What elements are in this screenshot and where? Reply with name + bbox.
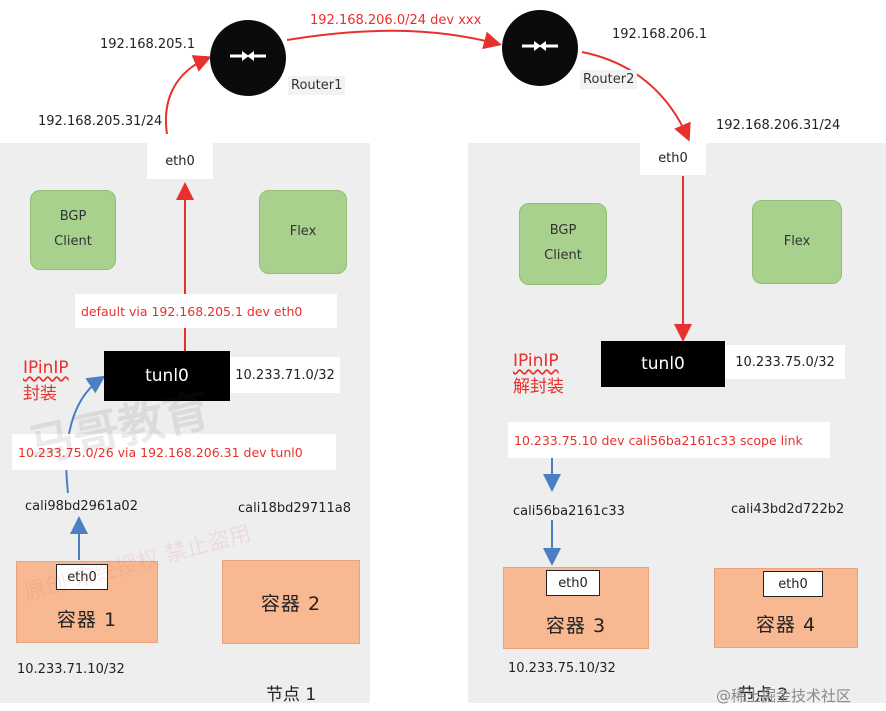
node2-container-3: 容器 3 [503, 567, 649, 649]
node1-container-2: 容器 2 [222, 560, 360, 644]
container-3-name: 容器 3 [545, 615, 607, 637]
node2-flex: Flex [752, 200, 842, 284]
container-1-name: 容器 1 [56, 609, 118, 631]
container-2-name: 容器 2 [260, 592, 322, 615]
node2-ipip-title: IPinIP [513, 351, 559, 371]
node2-client-label: Client [544, 248, 582, 263]
node2-bgp-client: BGP Client [519, 203, 607, 285]
node2-local-route-text: 10.233.75.10 dev cali56ba2161c33 scope l… [514, 432, 803, 448]
node2-eth0-ip: 192.168.206.31/24 [716, 118, 841, 133]
node1-tunl0: tunl0 [104, 351, 230, 401]
node1-client-label: Client [54, 234, 92, 249]
node2-ipip-action: 解封装 [513, 377, 564, 398]
router-link-label: 192.168.206.0/24 dev xxx [310, 13, 482, 28]
node2-tunl0: tunl0 [601, 341, 725, 387]
container-4-name: 容器 4 [755, 614, 817, 636]
node2-eth0: eth0 [640, 141, 706, 175]
router1-name: Router1 [288, 76, 346, 95]
container-3-eth0: eth0 [546, 570, 600, 596]
node1-flex: Flex [259, 190, 347, 274]
node1-tunnel-route-text: 10.233.75.0/26 via 192.168.206.31 dev tu… [18, 444, 303, 460]
node1-container-ip: 10.233.71.10/32 [17, 662, 125, 677]
node1-default-route-text: default via 192.168.205.1 dev eth0 [81, 303, 303, 319]
node1-flex-label: Flex [289, 223, 317, 239]
node2-cali-a: cali56ba2161c33 [513, 504, 625, 519]
container-4-eth0: eth0 [763, 571, 823, 597]
node1-label: 节点 1 [266, 685, 317, 705]
node2-flex-label: Flex [783, 233, 811, 249]
router2-name: Router2 [580, 70, 638, 89]
router2-icon [502, 10, 578, 86]
node2-tunl0-cidr: 10.233.75.0/32 [725, 345, 845, 379]
node1-tunnel-route: 10.233.75.0/26 via 192.168.206.31 dev tu… [12, 434, 336, 470]
node1-default-route: default via 192.168.205.1 dev eth0 [75, 294, 337, 328]
node1-tunl0-cidr: 10.233.71.0/32 [230, 357, 340, 393]
node1-ipip-title: IPinIP [23, 358, 69, 378]
container-1-eth0: eth0 [56, 564, 108, 590]
arrow-router1-to-router2 [286, 29, 502, 50]
node2-bgp-label: BGP [549, 223, 577, 239]
router2-ip: 192.168.206.1 [612, 27, 708, 42]
arrow-eth0-to-router1 [165, 55, 212, 135]
watermark-credit: @稀土掘金技术社区 [716, 687, 852, 705]
router1-ip: 192.168.205.1 [100, 37, 196, 52]
node2-local-route: 10.233.75.10 dev cali56ba2161c33 scope l… [508, 422, 830, 458]
node1-eth0: eth0 [147, 143, 213, 179]
node1-bgp-label: BGP [59, 209, 87, 225]
node1-cali-a: cali98bd2961a02 [25, 499, 138, 514]
router1-icon [210, 20, 286, 96]
node1-cali-b: cali18bd29711a8 [238, 501, 351, 516]
node2-cali-b: cali43bd2d722b2 [731, 502, 845, 517]
arrow-cali-to-tunl0-node1 [65, 375, 106, 494]
node2-ipip-label: IPinIP 解封装 [513, 348, 564, 401]
node2-label: 节点 2 [738, 685, 789, 705]
node1-bgp-client: BGP Client [30, 190, 116, 270]
node1-eth0-ip: 192.168.205.31/24 [38, 114, 163, 129]
node2-container-ip: 10.233.75.10/32 [508, 661, 616, 676]
arrow-router2-to-eth0 [581, 51, 691, 142]
node1-ipip-action: 封装 [23, 384, 57, 405]
node1-ipip-label: IPinIP 封装 [23, 355, 69, 408]
